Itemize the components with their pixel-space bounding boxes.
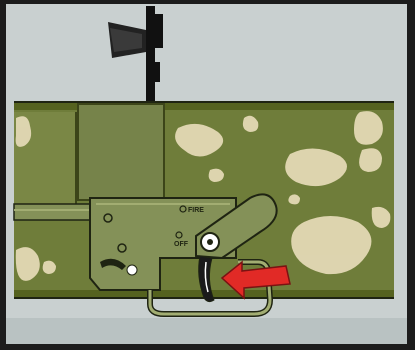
safety-label-fire: FIRE (188, 207, 204, 214)
safety-button[interactable] (127, 265, 137, 275)
background-bottom-band (6, 318, 407, 344)
safety-label-off: OFF (174, 241, 189, 248)
forward-rod (14, 204, 94, 220)
